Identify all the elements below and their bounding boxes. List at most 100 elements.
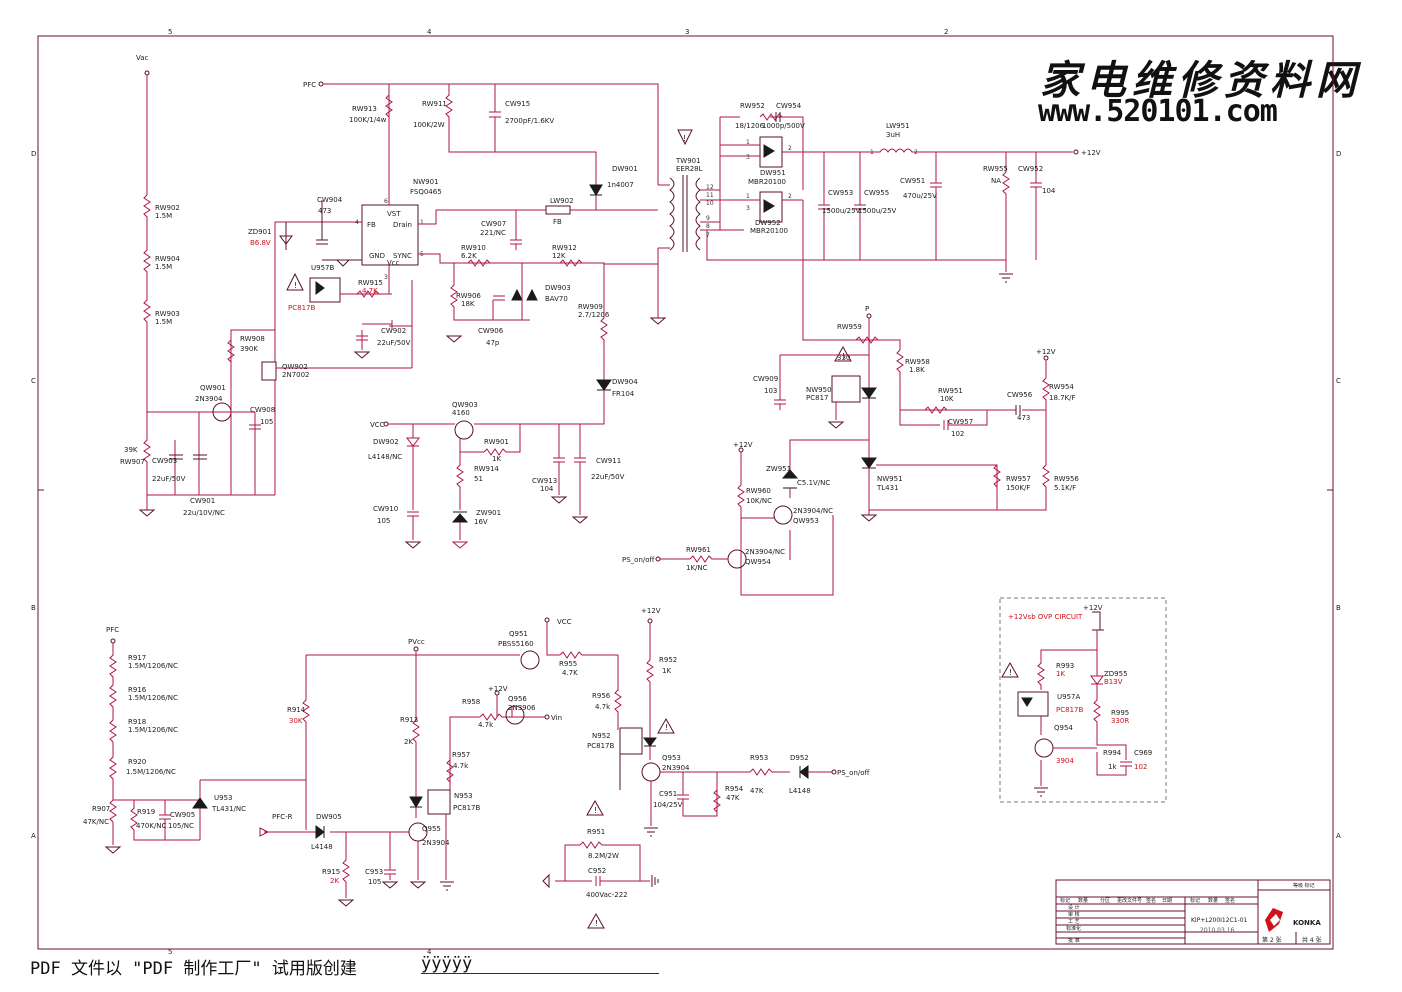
pfc-sense-section: PFC R917 1.5M/1206/NC R916 1.5M/1206/NC …: [83, 626, 306, 854]
dw905-val: L4148: [311, 843, 333, 851]
r952-val: 1K: [662, 667, 671, 675]
net-vcc-q951: VCC: [557, 618, 572, 626]
q956-ref: Q956: [508, 695, 527, 703]
q953-transistor: [641, 762, 661, 782]
d952-val: L4148: [789, 787, 811, 795]
q953-val: 2N3904: [662, 764, 690, 772]
cw907-val: 221/NC: [480, 229, 506, 237]
col-label-5b: 5: [168, 948, 172, 956]
q954-transistor: [1034, 738, 1054, 758]
zw901-zener: [451, 511, 469, 523]
title-rowhead-3: 分区: [1100, 897, 1110, 904]
net-vcc-left: VCC: [370, 421, 385, 429]
cw952-val: 104: [1042, 187, 1056, 195]
cw908-ref: CW908: [250, 406, 275, 414]
cw905-ref: CW905: [170, 811, 195, 819]
rw954-val: 18.7K/F: [1049, 394, 1076, 402]
r907-ref: R907: [92, 805, 110, 813]
r955-ref: R955: [559, 660, 577, 668]
c952-ref: C952: [588, 867, 606, 875]
svg-text:9: 9: [706, 215, 710, 222]
net-pfc-r: PFC-R: [272, 813, 293, 821]
cw907-ref: CW907: [481, 220, 506, 228]
net-p: P: [865, 305, 869, 313]
net-12v-qw953: +12V: [733, 441, 753, 449]
net-pfc-top: PFC: [303, 81, 316, 89]
rw908-ref: RW908: [240, 335, 265, 343]
r920-val: 1.5M/1206/NC: [126, 768, 176, 776]
col-label-3: 3: [685, 28, 689, 36]
warning-icon-c952: [587, 912, 605, 929]
r952-ref: R952: [659, 656, 677, 664]
sheet-border: [37, 35, 1334, 950]
svg-text:!: !: [665, 723, 668, 732]
zd955-val: B13V: [1104, 678, 1123, 686]
rw959-val: 330: [837, 354, 850, 362]
title-role-4: 标准化: [1066, 925, 1081, 932]
net-pvcc: PVcc: [408, 638, 425, 646]
r957-val: 4.7k: [453, 762, 469, 770]
nw901-val: FSQ0465: [410, 188, 442, 196]
q956-transistor: [505, 705, 525, 725]
r951-ref: R951: [587, 828, 605, 836]
n952-ref: N952: [592, 732, 611, 740]
rw960-val: 10K/NC: [746, 497, 772, 505]
title-rowhead-6: 日期: [1162, 898, 1172, 904]
n953-ref: N953: [454, 792, 473, 800]
svg-text:3: 3: [746, 154, 750, 161]
lw902-ref: LW902: [550, 197, 574, 205]
cw901-ref: CW901: [190, 497, 215, 505]
title-model: KIP+L200I12C1-01: [1191, 917, 1248, 924]
net-12v-out: +12V: [1081, 149, 1101, 157]
cw957-val: 102: [951, 430, 964, 438]
cw911-val: 22uF/50V: [591, 473, 625, 481]
svg-text:!: !: [683, 134, 686, 143]
row-label-a-right: A: [1336, 832, 1341, 840]
r995-val: 330R: [1111, 717, 1129, 725]
rw956-ref: RW956: [1054, 475, 1079, 483]
svg-text:1: 1: [420, 219, 424, 226]
svg-text:1: 1: [870, 149, 874, 156]
nw901-ic-body: [361, 204, 419, 266]
q955-val: 2N3904: [422, 839, 450, 847]
title-rowhead-1: 标记: [1060, 897, 1070, 904]
watermark-url: www.520101.com: [1038, 94, 1278, 129]
qw902-val: 2N7002: [282, 371, 310, 379]
cw952-ref: CW952: [1018, 165, 1043, 173]
lw902-val: FB: [553, 218, 562, 226]
r914-val: 30K: [289, 717, 303, 725]
cw901-val: 22u/10V/NC: [183, 509, 225, 517]
c951-val: 104/25V: [653, 801, 683, 809]
r914-ref: R914: [287, 706, 306, 714]
lw951-val: 3uH: [886, 131, 900, 139]
rw909-ref: RW909: [578, 303, 603, 311]
nw951-tl431: [861, 457, 877, 469]
q955-ref: Q955: [422, 825, 441, 833]
rw912-val: 12K: [552, 252, 566, 260]
footer-link[interactable]: ÿÿÿÿÿ: [421, 954, 659, 974]
rw960-ref: RW960: [746, 487, 771, 495]
rw957-ref: RW957: [1006, 475, 1031, 483]
zw901-val: 16V: [474, 518, 488, 526]
dw903-val: BAV70: [545, 295, 568, 303]
q956-val: 2N3906: [508, 704, 536, 712]
rw902-ref: RW902: [155, 204, 180, 212]
u957b-ref: U957B: [311, 264, 334, 272]
u957b-val: PC817B: [288, 304, 315, 312]
cw955-ref: CW955: [864, 189, 889, 197]
u957a-val: PC817B: [1056, 706, 1083, 714]
cw955-val: 1500u/25V: [858, 207, 897, 215]
cw911-ref: CW911: [596, 457, 621, 465]
cw915-val: 2700pF/1.6KV: [505, 117, 554, 125]
rw910-val: 6.2K: [461, 252, 477, 260]
cw909-val: 103: [764, 387, 777, 395]
cw913-ref: CW913: [532, 477, 557, 485]
rw903-val: 1.5M: [155, 318, 172, 326]
r957-ref: R957: [452, 751, 470, 759]
rw913-ref: RW913: [352, 105, 377, 113]
rw911-val: 100K/2W: [413, 121, 445, 129]
net-vac: Vac: [136, 54, 149, 62]
rw961-ref: RW961: [686, 546, 711, 554]
u957a-optocoupler: [1017, 691, 1049, 717]
